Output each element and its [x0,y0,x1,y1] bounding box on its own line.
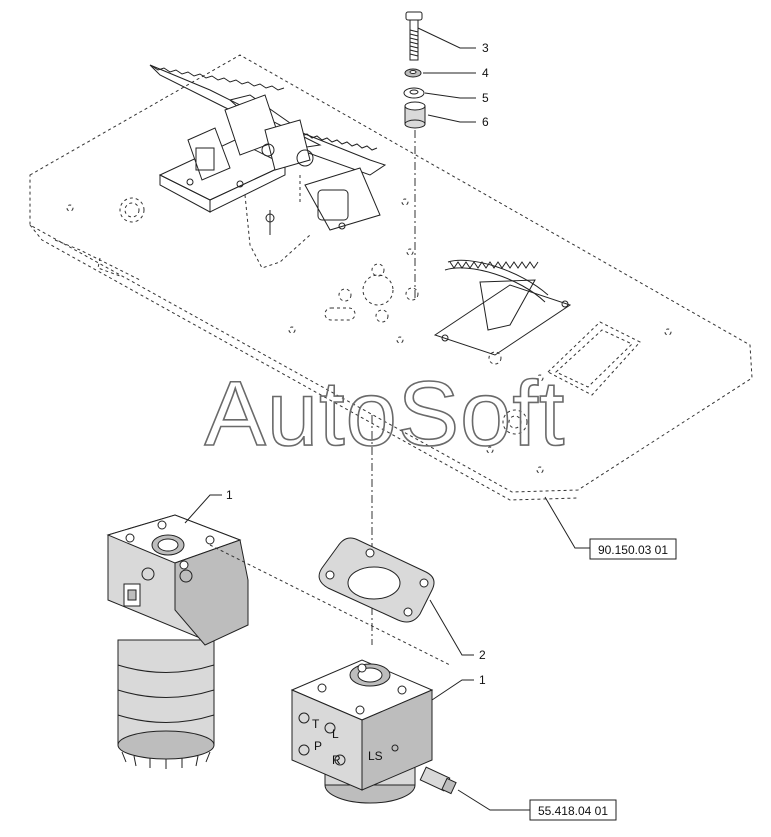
port-mark-ls: LS [368,749,383,763]
steering-unit-right: T L P R LS [290,659,434,804]
port-mark-p: P [314,739,322,753]
bolt-part-3 [405,11,423,61]
ref-fitting-text: 55.418.04 01 [538,804,608,818]
callout-1-right: 1 [479,673,486,687]
pedal-assembly [149,64,387,269]
spacer-part-6 [404,101,426,129]
callout-5: 5 [482,91,489,105]
watermark: AutoSoft [205,363,566,465]
floor-plate [29,54,753,501]
washer-part-4 [404,68,422,78]
ref-floor-plate-text: 90.150.03 01 [598,543,668,557]
port-mark-r: R [332,753,341,767]
boot-cover [433,259,572,356]
steering-unit-left [106,514,249,769]
port-mark-l: L [332,727,339,741]
callout-3: 3 [482,41,489,55]
callout-2: 2 [479,648,486,662]
leader-lines [184,27,590,811]
port-mark-t: T [312,717,320,731]
washer-part-5 [403,87,425,99]
callout-4: 4 [482,66,489,80]
callout-1-left: 1 [226,488,233,502]
gasket-part-2 [318,537,435,623]
ref-box-fitting: 55.418.04 01 [529,799,617,821]
ref-box-floor-plate: 90.150.03 01 [589,538,677,560]
hydraulic-fitting [419,766,457,795]
callout-6: 6 [482,115,489,129]
